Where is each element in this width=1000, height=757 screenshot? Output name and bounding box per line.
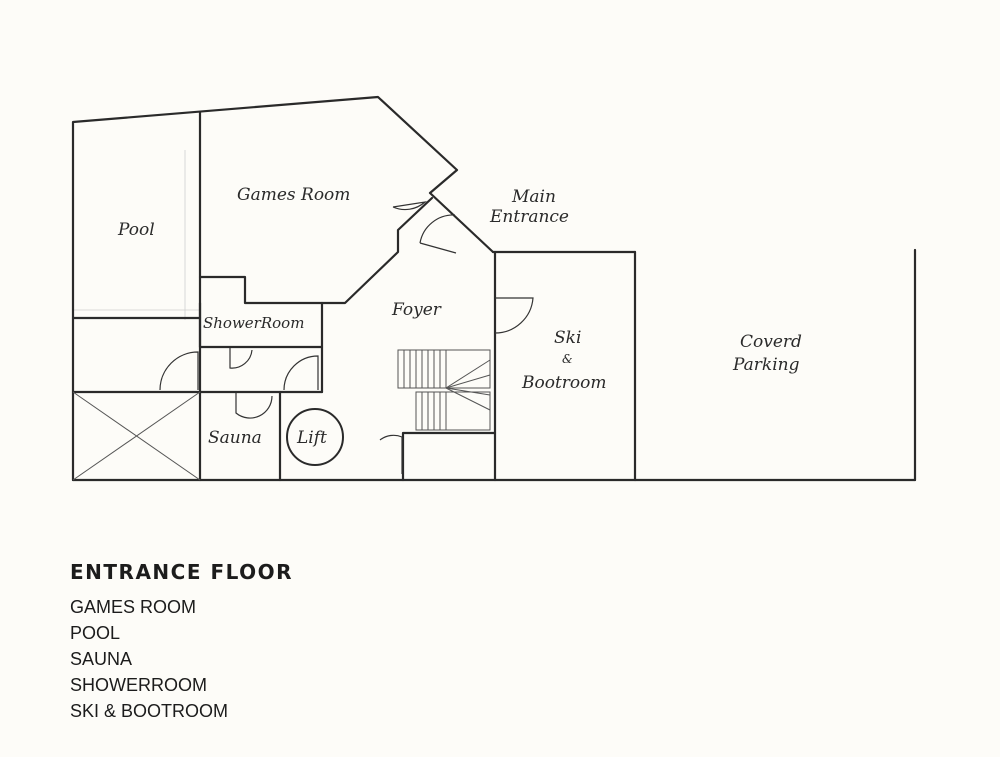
walls	[71, 95, 917, 482]
staircase	[397, 349, 491, 431]
sauna-label: Sauna	[208, 428, 262, 448]
ski-label-2: &	[562, 352, 573, 366]
floor-plan: Pool Games Room Main Entrance Foyer Show…	[71, 95, 917, 482]
shower-room-label: ShowerRoom	[203, 314, 304, 332]
pool-label: Pool	[117, 220, 155, 240]
legend-title: ENTRANCE FLOOR	[70, 560, 294, 584]
ski-label-1: Ski	[554, 328, 581, 348]
ski-label-3: Bootroom	[521, 373, 607, 393]
main-entrance-label-2: Entrance	[489, 207, 569, 227]
legend-item: SKI & BOOTROOM	[70, 701, 229, 721]
lift-label: Lift	[296, 428, 327, 448]
covered-parking-label-2: Parking	[732, 355, 800, 375]
covered-parking-label-1: Coverd	[740, 332, 802, 352]
lift-circle	[286, 408, 344, 466]
games-room-label: Games Room	[237, 185, 350, 205]
legend-item: SAUNA	[70, 649, 133, 669]
legend-item: POOL	[70, 623, 121, 643]
foyer-label: Foyer	[391, 300, 442, 320]
legend: ENTRANCE FLOOR GAMES ROOM POOL SAUNA SHO…	[70, 560, 293, 724]
legend-item: SHOWERROOM	[70, 675, 207, 695]
legend-list: GAMES ROOM POOL SAUNA SHOWERROOM SKI & B…	[70, 594, 293, 724]
construction-lines	[73, 150, 200, 320]
legend-item: GAMES ROOM	[70, 597, 197, 617]
doors	[159, 201, 534, 474]
shaft-cross	[72, 391, 201, 481]
room-labels: Pool Games Room Main Entrance Foyer Show…	[117, 185, 802, 448]
main-entrance-label-1: Main	[511, 187, 556, 207]
